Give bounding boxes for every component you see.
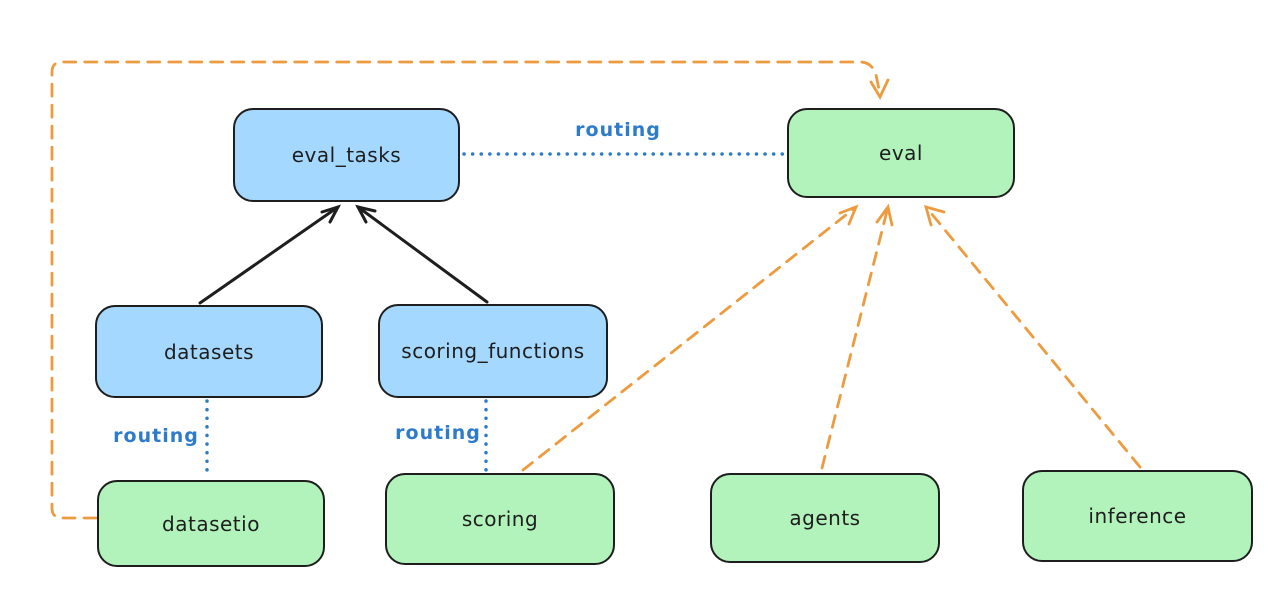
edge-label-routing-top: routing	[575, 119, 661, 141]
node-agents-label: agents	[789, 506, 861, 530]
edge-agents-to-eval-arrow	[820, 203, 894, 470]
edge-inference-to-eval-arrow	[923, 204, 1142, 469]
node-datasets: datasets	[95, 305, 323, 398]
edge-datasetio-to-eval-arrow	[50, 60, 890, 520]
node-eval-label: eval	[879, 141, 923, 165]
node-eval-tasks: eval_tasks	[233, 108, 460, 202]
edge-datasets-to-eval-tasks-arrow	[198, 204, 342, 305]
node-scoring: scoring	[385, 473, 615, 565]
node-scoring-functions: scoring_functions	[378, 304, 608, 398]
node-datasetio-label: datasetio	[162, 511, 260, 536]
node-eval: eval	[787, 108, 1015, 198]
edge-label-routing-scoring-functions: routing	[395, 422, 481, 444]
node-inference: inference	[1022, 470, 1253, 562]
node-datasets-label: datasets	[163, 339, 255, 364]
node-eval-tasks-label: eval_tasks	[291, 143, 402, 167]
node-inference-label: inference	[1088, 504, 1187, 528]
node-agents: agents	[710, 473, 940, 563]
edge-label-routing-datasets: routing	[113, 425, 199, 447]
edge-scoring-functions-to-eval-tasks-arrow	[355, 204, 489, 304]
node-scoring-label: scoring	[461, 507, 539, 531]
node-datasetio: datasetio	[97, 480, 325, 567]
node-scoring-functions-label: scoring_functions	[401, 339, 585, 363]
